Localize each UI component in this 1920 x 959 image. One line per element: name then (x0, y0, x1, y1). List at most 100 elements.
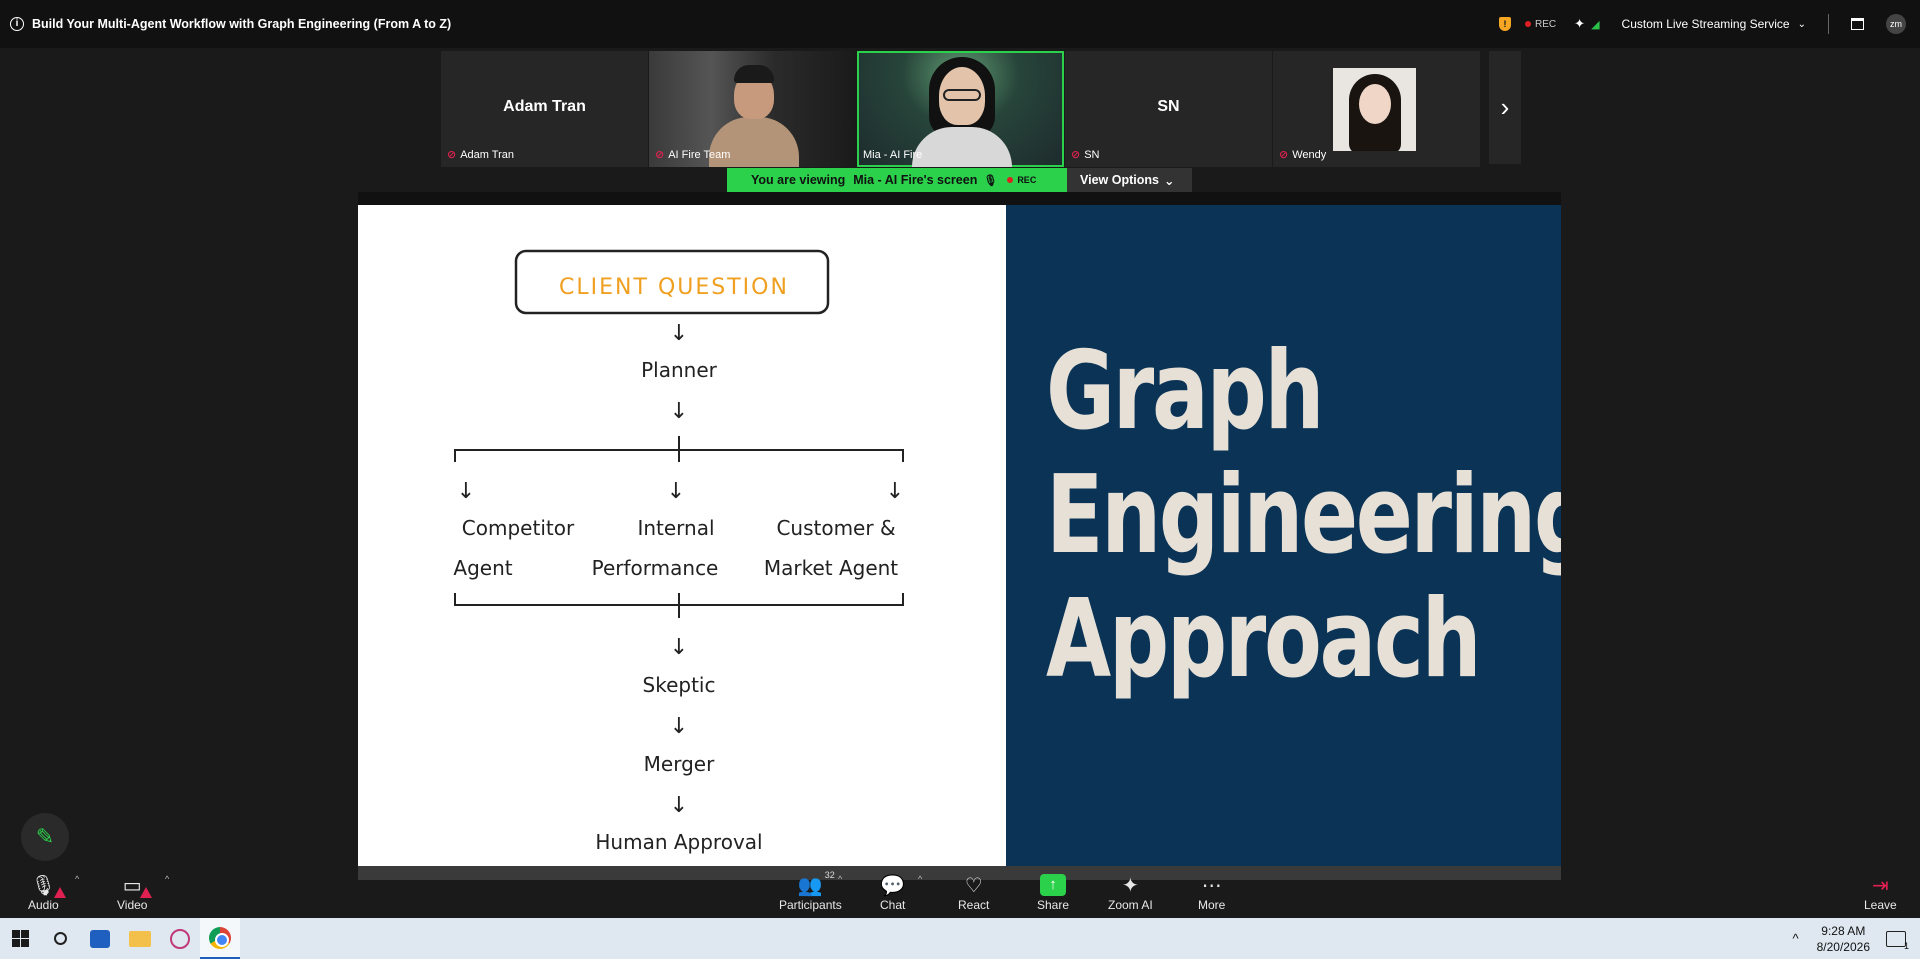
participant-label: ⊘ SN (1071, 148, 1100, 162)
clock-time: 9:28 AM (1821, 923, 1866, 938)
participant-label: ⊘ AI Fire Team (655, 148, 731, 162)
connection-signal-icon[interactable]: ◢ (1591, 18, 1600, 31)
notification-count: 1 (1903, 940, 1909, 951)
video-button[interactable]: ▭ Video (117, 872, 152, 912)
participant-tile-adam-tran[interactable]: Adam Tran ⊘ Adam Tran (441, 51, 648, 167)
record-dot-icon (1007, 177, 1014, 183)
share-screen-icon: ↑ (1040, 872, 1067, 898)
participant-label: ⊘ Wendy (1279, 148, 1326, 162)
heart-icon: ♡ (964, 874, 983, 897)
client-question-label: CLIENT QUESTION (559, 275, 789, 300)
customer-market-agent-line2: Market Agent (764, 556, 898, 580)
taskbar-chrome-app[interactable] (200, 918, 240, 959)
participants-button[interactable]: 👥32 Participants (779, 870, 842, 912)
video-label: Video (117, 898, 148, 912)
start-button[interactable] (0, 918, 40, 959)
video-person-glasses (943, 89, 981, 101)
headline-line: Approach (1046, 577, 1482, 702)
participant-tile-wendy[interactable]: ⊘ Wendy (1273, 51, 1480, 167)
sharer-mic-icon: 🎙 (983, 174, 998, 187)
view-options-label: View Options (1080, 173, 1159, 187)
chat-options-caret-icon[interactable]: ^ (918, 874, 923, 884)
video-off-icon: ▭ (123, 872, 152, 898)
arrow-down-icon: ↓ (670, 714, 688, 739)
ai-sparkle-icon: ✦ (1121, 874, 1139, 897)
zoom-ai-button[interactable]: ✦ Zoom AI (1108, 872, 1153, 913)
share-label: Share (1037, 898, 1070, 912)
meeting-toolbar: 🎙 Audio ^ ▭ Video ^ 👥32 Participants ^ 💬… (0, 866, 1920, 918)
taskbar-file-explorer-app[interactable] (120, 918, 160, 959)
internal-performance-line1: Internal (637, 516, 714, 540)
chrome-icon (209, 926, 231, 949)
recording-label: REC (1535, 18, 1557, 30)
ai-sparkle-icon[interactable]: ✦ (1574, 16, 1586, 31)
windows-taskbar: ^ 9:28 AM 8/20/2026 1 (0, 918, 1920, 959)
divider (1828, 14, 1829, 34)
arrow-down-icon: ↓ (457, 479, 475, 504)
participant-name: Adam Tran (460, 148, 515, 161)
participant-name: AI Fire Team (668, 148, 731, 161)
arrow-down-icon: ↓ (670, 399, 688, 424)
arrow-down-icon: ↓ (886, 479, 904, 504)
participant-tile-ai-fire-team[interactable]: ⊘ AI Fire Team (649, 51, 856, 167)
next-participants-button[interactable]: › (1489, 51, 1521, 164)
video-person-hair (734, 65, 774, 83)
chevron-right-icon: › (1500, 92, 1510, 122)
share-button[interactable]: ↑ Share (1037, 872, 1069, 912)
profile-face (1359, 84, 1391, 124)
audio-label: Audio (28, 898, 59, 912)
slide-headline: Graph Engineering Approach (1046, 330, 1561, 702)
audio-button[interactable]: 🎙 Audio (28, 872, 67, 912)
view-options-button[interactable]: View Options ⌄ (1067, 168, 1192, 192)
notification-center-icon[interactable]: 1 (1886, 930, 1909, 951)
participant-label: Mia - AI Fire (863, 149, 922, 161)
shared-screen-header (358, 192, 1561, 206)
headline-line: Engineering (1046, 453, 1561, 578)
client-question-box (514, 249, 830, 315)
title-bar-controls: ! REC ✦ ◢ Custom Live Streaming Service … (1499, 0, 1920, 48)
participants-label: Participants (779, 898, 842, 912)
participant-display-name: Adam Tran (503, 98, 586, 115)
profile-photo (1333, 68, 1416, 151)
participant-strip: Adam Tran ⊘ Adam Tran ⊘ AI Fire Team Mia… (441, 51, 1481, 167)
system-tray: ^ 9:28 AM 8/20/2026 1 (1793, 918, 1920, 959)
security-shield-icon[interactable]: ! (1499, 17, 1512, 31)
workflow-diagram: CLIENT QUESTION ↓ Planner ↓ ↓ ↓ ↓ Compet… (453, 249, 904, 854)
chat-label: Chat (880, 898, 906, 912)
annotate-pencil-button[interactable]: ✎ (21, 813, 69, 861)
participants-options-caret-icon[interactable]: ^ (838, 874, 843, 884)
taskbar-search-button[interactable] (40, 918, 80, 959)
participant-tile-sn[interactable]: SN ⊘ SN (1065, 51, 1272, 167)
chevron-down-icon[interactable]: ⌄ (1797, 18, 1806, 30)
participant-label: ⊘ Adam Tran (447, 148, 515, 162)
live-streaming-label[interactable]: Custom Live Streaming Service (1621, 17, 1790, 31)
folder-icon (129, 930, 151, 947)
video-options-caret-icon[interactable]: ^ (165, 874, 170, 884)
mic-muted-icon: 🎙 (31, 872, 67, 898)
competitor-agent-line2: Agent (453, 556, 512, 580)
show-hidden-icons-caret-icon[interactable]: ^ (1792, 931, 1799, 946)
participant-tile-mia-ai-fire[interactable]: Mia - AI Fire (857, 51, 1064, 167)
shared-screen-scrollbar[interactable] (358, 866, 1561, 880)
more-button[interactable]: ⋯ More (1198, 872, 1226, 913)
mic-muted-icon: ⊘ (447, 149, 457, 161)
system-clock[interactable]: 9:28 AM 8/20/2026 (1817, 923, 1870, 955)
title-bar: i Build Your Multi-Agent Workflow with G… (0, 0, 1920, 48)
more-label: More (1198, 898, 1226, 912)
taskbar-store-app[interactable] (80, 918, 120, 959)
chat-button[interactable]: 💬 Chat (880, 872, 906, 913)
react-button[interactable]: ♡ React (958, 872, 989, 913)
participant-name: SN (1084, 148, 1100, 161)
arrow-down-icon: ↓ (670, 793, 688, 818)
taskbar-snipping-app[interactable] (160, 918, 200, 959)
slide-diagram-panel: CLIENT QUESTION ↓ Planner ↓ ↓ ↓ ↓ Compet… (358, 205, 1006, 866)
user-avatar[interactable]: zm (1886, 14, 1906, 34)
info-icon[interactable]: i (10, 17, 24, 31)
skeptic-node: Skeptic (643, 673, 716, 697)
recording-indicator[interactable]: REC (1525, 19, 1556, 30)
calendar-icon[interactable] (1851, 18, 1864, 30)
audio-options-caret-icon[interactable]: ^ (75, 874, 80, 884)
leave-door-icon: ⇥ (1871, 874, 1889, 897)
leave-button[interactable]: ⇥ Leave (1864, 872, 1897, 913)
merger-node: Merger (644, 752, 715, 776)
